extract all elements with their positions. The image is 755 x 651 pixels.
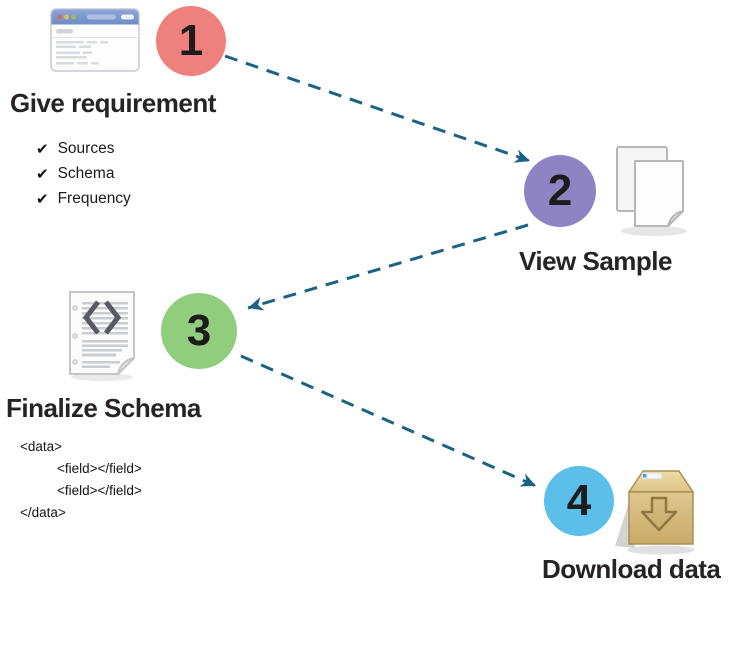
schema-code-sample: <data> <field></field> <field></field> <…: [20, 436, 142, 524]
code-line: <data>: [20, 439, 63, 454]
arrow-step3-to-step4: [240, 354, 537, 488]
step-1-badge: 1: [156, 6, 226, 76]
step-2-badge: 2: [524, 155, 596, 227]
browser-window-icon: [50, 8, 140, 72]
checkmark-icon: ✔: [36, 190, 49, 208]
requirement-checklist: ✔ Sources ✔ Schema ✔ Frequency: [36, 136, 131, 211]
step-4-number: 4: [566, 476, 592, 525]
step-4-badge: 4: [544, 466, 614, 536]
step-4-title: Download data: [542, 554, 721, 584]
step-3-number: 3: [186, 306, 212, 355]
code-line: <field></field>: [57, 461, 142, 476]
step-3-badge: 3: [161, 293, 237, 369]
package-download-icon: [615, 470, 695, 555]
code-document-icon: [69, 291, 135, 381]
arrow-step1-to-step2: [224, 54, 531, 163]
checklist-item: ✔ Sources: [36, 136, 131, 161]
documents-icon: [616, 146, 687, 236]
step-2-number: 2: [547, 166, 573, 215]
step-3-title: Finalize Schema: [6, 393, 201, 423]
step-1-title: Give requirement: [10, 88, 216, 118]
step-2-title: View Sample: [519, 246, 673, 276]
checkmark-icon: ✔: [36, 140, 49, 158]
checklist-item-label: Sources: [57, 139, 115, 157]
step-1-number: 1: [178, 16, 204, 65]
checklist-item: ✔ Schema: [36, 161, 131, 186]
code-line: <field></field>: [57, 483, 142, 498]
code-line: </data>: [20, 505, 66, 520]
checkmark-icon: ✔: [36, 165, 49, 183]
arrow-step2-to-step3: [247, 223, 529, 311]
checklist-item-label: Schema: [57, 164, 115, 182]
checklist-item: ✔ Frequency: [36, 186, 131, 211]
checklist-item-label: Frequency: [57, 189, 131, 207]
